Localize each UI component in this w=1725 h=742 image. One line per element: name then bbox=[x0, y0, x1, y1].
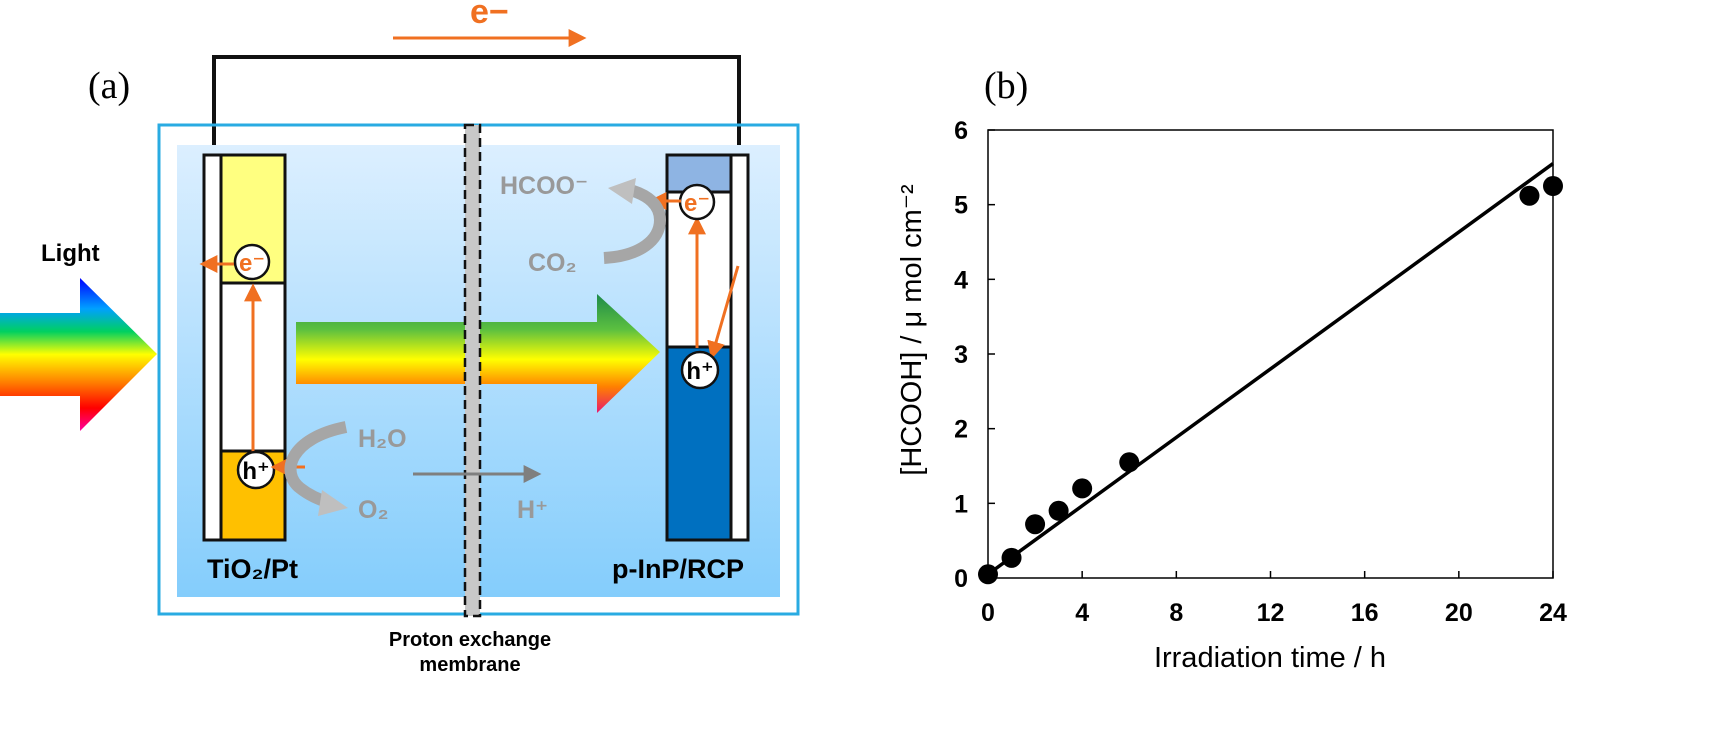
inp-conduction-band bbox=[665, 153, 734, 194]
y-tick-label: 0 bbox=[954, 565, 968, 593]
data-point bbox=[1072, 478, 1093, 499]
data-point bbox=[1025, 514, 1046, 535]
co2-reduction-curve-head bbox=[608, 178, 636, 204]
data-point bbox=[1048, 500, 1069, 521]
fit-line-layer bbox=[986, 162, 1555, 576]
tio2-hole-symbol: h⁺ bbox=[242, 458, 269, 485]
water-oxidation-curve-head bbox=[318, 490, 348, 516]
inp-recombination-arrow bbox=[707, 265, 740, 360]
y-axis-label: [HCOOH] / μ mol cm⁻² bbox=[896, 184, 928, 476]
water-oxidation-curve bbox=[284, 421, 348, 509]
x-tick-label: 12 bbox=[1257, 599, 1285, 627]
tio2-electron-symbol: e⁻ bbox=[239, 250, 265, 277]
y-tick-label: 6 bbox=[954, 117, 968, 145]
data-point bbox=[1543, 176, 1563, 196]
panel-b-label: (b) bbox=[984, 65, 1028, 107]
co2-reduction-curve bbox=[603, 184, 667, 264]
x-tick-label: 4 bbox=[1075, 599, 1089, 627]
proton-exchange-membrane bbox=[463, 123, 482, 618]
data-point bbox=[978, 564, 998, 585]
y-tick-label: 3 bbox=[954, 341, 968, 369]
inp-electron-symbol: e⁻ bbox=[684, 190, 710, 217]
y-tick-label: 1 bbox=[954, 490, 968, 518]
x-axis-label: Irradiation time / h bbox=[1154, 642, 1386, 674]
electron-flow-label: e− bbox=[470, 0, 509, 31]
light-label: Light bbox=[41, 240, 100, 267]
panel-a: (a) e− Light Proton exchange membrane Ti… bbox=[0, 0, 800, 676]
data-point bbox=[1519, 185, 1540, 206]
data-point bbox=[1119, 452, 1140, 473]
data-points bbox=[978, 176, 1563, 585]
light-arrow bbox=[0, 278, 157, 431]
y-tick-label: 4 bbox=[954, 266, 968, 294]
x-tick-label: 16 bbox=[1351, 599, 1379, 627]
panel-a-label: (a) bbox=[88, 65, 130, 107]
external-circuit-wire bbox=[212, 55, 741, 155]
right-electrode-label: p-InP/RCP bbox=[612, 554, 744, 584]
y-tick-label: 2 bbox=[954, 416, 968, 444]
x-tick-label: 24 bbox=[1539, 599, 1567, 627]
water-label: H₂O bbox=[358, 425, 407, 453]
y-tick-label: 5 bbox=[954, 192, 968, 220]
tio2-electron bbox=[233, 243, 271, 281]
left-electrode-label: TiO₂/Pt bbox=[207, 554, 298, 584]
oxygen-label: O₂ bbox=[358, 496, 389, 524]
proton-label: H⁺ bbox=[517, 496, 548, 524]
fit-line bbox=[986, 162, 1555, 576]
co2-label: CO₂ bbox=[528, 249, 577, 277]
formate-label: HCOO⁻ bbox=[500, 172, 588, 200]
inp-hole bbox=[680, 350, 720, 390]
x-tick-label: 20 bbox=[1445, 599, 1473, 627]
x-tick-label: 8 bbox=[1169, 599, 1183, 627]
inp-hole-symbol: h⁺ bbox=[686, 358, 713, 385]
x-tick-label: 0 bbox=[981, 599, 995, 627]
data-point bbox=[1001, 547, 1022, 568]
membrane-label-line2: membrane bbox=[419, 654, 520, 676]
membrane-label-line1: Proton exchange bbox=[389, 629, 551, 651]
